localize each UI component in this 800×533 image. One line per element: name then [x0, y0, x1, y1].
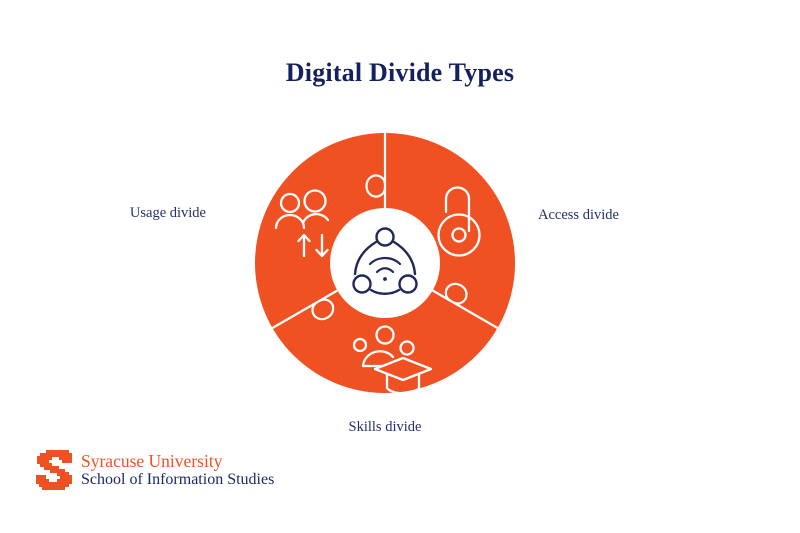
network-node-top — [375, 227, 395, 247]
person-body-right — [301, 212, 330, 225]
network-arc-left — [353, 240, 378, 276]
donut-svg — [255, 133, 515, 395]
network-arc-right — [392, 240, 417, 276]
brand-school-name: School of Information Studies — [81, 470, 275, 488]
arrow-down-icon — [315, 233, 329, 258]
network-connectivity-icon — [352, 227, 418, 295]
network-arc-bottom — [369, 288, 401, 295]
brand-wordmark: Syracuse University School of Informatio… — [81, 452, 274, 488]
two-people-arrows-icon — [274, 189, 330, 258]
person-head-right — [303, 189, 327, 213]
network-node-left — [352, 274, 372, 294]
block-s-shape — [36, 450, 72, 490]
cap-base — [385, 372, 421, 395]
person-head-left — [279, 192, 301, 214]
brand-university-name: Syracuse University — [81, 450, 223, 471]
syracuse-university-logo: Syracuse University School of Informatio… — [36, 450, 274, 490]
learner-shoulders — [361, 350, 395, 368]
arrow-up-icon — [297, 233, 311, 258]
padlock-keyhole — [451, 227, 467, 243]
learner-dot-left — [352, 337, 368, 353]
digital-divide-donut-chart — [235, 113, 535, 413]
learner-dot-right — [399, 340, 415, 356]
wifi-arc-outer — [368, 256, 402, 266]
segment-label-usage: Usage divide — [129, 205, 206, 221]
donut-inner-hole — [330, 208, 440, 318]
segment-label-skills: Skills divide — [348, 419, 422, 435]
network-node-right — [398, 274, 418, 294]
segment-label-access: Access divide — [538, 207, 619, 223]
graduation-cap-icon — [352, 325, 433, 395]
learner-head — [375, 325, 395, 345]
wifi-arc-inner — [375, 267, 395, 274]
wifi-dot — [383, 277, 387, 281]
cap-board — [373, 356, 433, 382]
open-padlock-icon — [437, 186, 481, 257]
page-title: Digital Divide Types — [285, 58, 515, 87]
padlock-body — [437, 213, 481, 257]
syracuse-block-s-logo — [36, 450, 72, 490]
padlock-shackle — [444, 186, 471, 233]
